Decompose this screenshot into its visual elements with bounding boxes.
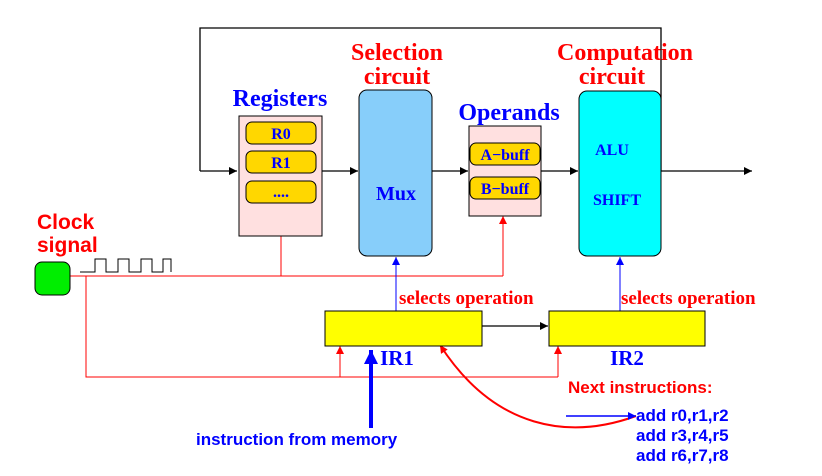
instruction-line-1: add r0,r1,r2 (636, 406, 729, 425)
register-cell-more (245, 180, 317, 204)
register-cell-r1 (245, 150, 317, 174)
clock-signal-label-line1: Clock (37, 211, 95, 234)
clock-waveform (80, 258, 172, 273)
selects-operation-label-2: selects operation (621, 288, 756, 309)
selection-circuit-heading-line1: Selection (351, 40, 443, 66)
register-cell-r0 (245, 121, 317, 145)
b-buff-cell (469, 176, 541, 200)
operands-heading: Operands (458, 100, 559, 126)
control-wires (364, 257, 636, 428)
clock-lower-wire (85, 276, 558, 378)
instruction-line-2: add r3,r4,r5 (636, 426, 729, 445)
alu-label: ALU (595, 142, 629, 159)
mux-label: Mux (376, 183, 416, 205)
clock-source (34, 261, 71, 296)
clock-wires (70, 216, 637, 429)
shift-label: SHIFT (593, 192, 641, 209)
selects-operation-label-1: selects operation (399, 288, 534, 309)
register-file: R0 R1 .... (238, 115, 323, 237)
mux-box (358, 89, 433, 257)
ir1-label: IR1 (380, 346, 414, 370)
instruction-line-3: add r6,r7,r8 (636, 446, 729, 465)
registers-heading: Registers (233, 86, 328, 112)
a-buff-label: A−buff (480, 147, 530, 164)
b-buff-label: B−buff (481, 181, 530, 198)
operand-buffers: A−buff B−buff (468, 125, 542, 217)
register-label-r1: R1 (271, 155, 291, 172)
selection-circuit-heading-line2: circuit (364, 64, 430, 90)
register-label-r0: R0 (271, 126, 291, 143)
next-instruction-feedback-arrow (439, 344, 637, 429)
alu-box (578, 90, 662, 257)
next-instructions-label: Next instructions: (568, 378, 713, 397)
ir2-box (548, 310, 706, 347)
ir2-label: IR2 (610, 346, 644, 370)
computation-circuit-heading-line1: Computation (557, 40, 693, 66)
mux-block: Mux (358, 89, 433, 257)
a-buff-cell (469, 142, 541, 166)
alu-block: ALU SHIFT (578, 90, 662, 257)
instruction-from-memory-label: instruction from memory (196, 430, 398, 449)
register-label-more: .... (273, 184, 289, 201)
operand-buffers-box (468, 125, 542, 217)
ir1-box (324, 310, 483, 347)
clock-signal-label-line2: signal (37, 234, 98, 257)
computation-circuit-heading-line2: circuit (579, 64, 645, 90)
